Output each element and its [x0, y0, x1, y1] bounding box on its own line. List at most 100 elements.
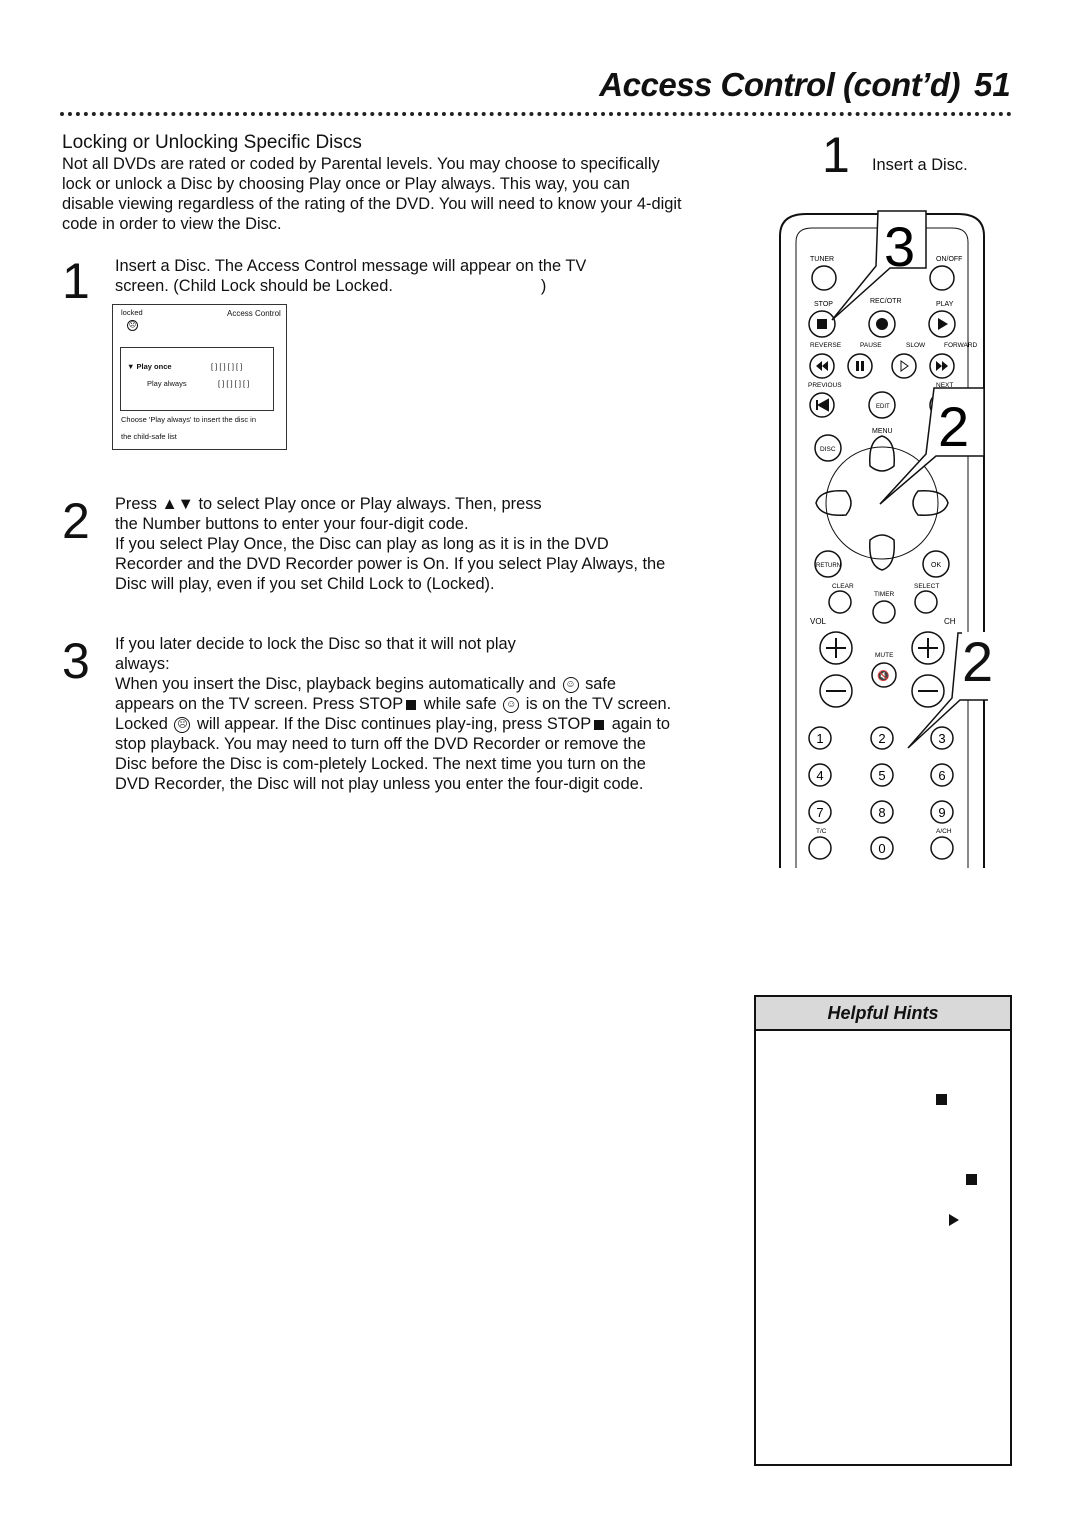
option-play-always-code: [ ] [ ] [ ] [ ] [218, 379, 250, 388]
section-title: Locking or Unlocking Specific Discs [62, 132, 362, 153]
mute-button [871, 662, 897, 688]
record-icon [876, 318, 888, 330]
label-timer: TIMER [874, 591, 895, 598]
digit-4-button [808, 763, 832, 787]
callout-2-upper [879, 387, 985, 505]
play-icon [949, 1214, 959, 1226]
remote-control-illustration: TUNER ON/OFF STOP REC/OTR PLAY REVERSE P… [779, 210, 988, 868]
step-2-text: Press ▲▼ to select Play once or Play alw… [115, 494, 680, 594]
clear-button [828, 590, 852, 614]
label-return: RETURN [816, 563, 841, 569]
fast-forward-icon [936, 361, 948, 371]
step-1-line-2: screen. (Child Lock should be Locked.) [115, 277, 547, 295]
digit-5-button [870, 763, 894, 787]
label-next: NEXT [936, 382, 953, 389]
step-number: 1 [822, 127, 850, 183]
tv-screen-title: Access Control [227, 309, 281, 318]
label-recotr: REC/OTR [870, 298, 902, 305]
slow-button [891, 353, 917, 379]
forward-button [929, 353, 955, 379]
callout-2-upper-number: 2 [938, 395, 969, 458]
label-clear: CLEAR [832, 583, 854, 590]
callout-3-number: 3 [884, 215, 915, 278]
up-arrow-button [869, 435, 895, 472]
digit-9: 9 [938, 805, 945, 820]
pause-button [847, 353, 873, 379]
timer-button [872, 600, 896, 624]
step-1-line-1: Insert a Disc. The Access Control messag… [115, 257, 587, 275]
stop-icon [966, 1174, 977, 1185]
label-pause: PAUSE [860, 342, 882, 349]
label-edit: EDIT [876, 404, 890, 410]
volume-down-button [819, 674, 853, 708]
tv-message-line-2: the child-safe list [121, 432, 177, 441]
callout-2-lower-number: 2 [962, 630, 994, 693]
channel-up-button [911, 631, 945, 665]
previous-button [809, 392, 835, 418]
disc-button [814, 434, 842, 462]
label-reverse: REVERSE [810, 342, 842, 349]
return-button [814, 550, 842, 578]
play-button [928, 310, 956, 338]
right-arrow-button [912, 490, 949, 516]
step-3-paragraph: When you insert the Disc, playback begin… [115, 675, 672, 793]
digit-8-button [870, 800, 894, 824]
power-button [929, 265, 955, 291]
label-tc: T/C [816, 828, 827, 835]
step-2-paragraph: If you select Play Once, the Disc can pl… [115, 535, 666, 593]
down-arrow-button [869, 534, 895, 571]
label-ok: OK [931, 562, 941, 569]
record-button [868, 310, 896, 338]
tv-options-box: ▼ Play once [ ] [ ] [ ] [ ] Play always … [120, 347, 274, 411]
channel-down-button [911, 674, 945, 708]
step-3-line-1: If you later decide to lock the Disc so … [115, 635, 516, 653]
right-step-text: Insert a Disc. [872, 156, 968, 174]
label-tuner: TUNER [810, 256, 834, 263]
digit-0: 0 [878, 841, 885, 856]
tuner-button [811, 265, 837, 291]
rewind-icon [816, 361, 828, 371]
sad-face-icon: ☹ [174, 716, 191, 733]
label-menu: MENU [872, 428, 893, 435]
reverse-button [809, 353, 835, 379]
label-ach: A/CH [936, 828, 952, 835]
intro-paragraph: Not all DVDs are rated or coded by Paren… [62, 155, 682, 233]
ach-button [930, 836, 954, 860]
happy-face-icon: ☺ [503, 696, 520, 713]
label-ch: CH [944, 617, 956, 626]
label-play: PLAY [936, 301, 954, 308]
helpful-hints-box: Helpful Hints [754, 995, 1012, 1466]
tv-screen-illustration: locked ☹ Access Control ▼ Play once [ ] … [112, 304, 287, 450]
mute-icon: 🔇 [877, 669, 889, 682]
digit-0-button [870, 836, 894, 860]
step-2-line-1: Press ▲▼ to select Play once or Play alw… [115, 495, 542, 513]
happy-face-icon: ☺ [562, 676, 579, 693]
digit-1: 1 [816, 731, 823, 746]
step-3-line-2: always: [115, 655, 170, 673]
digit-7-button [808, 800, 832, 824]
stop-icon [406, 699, 417, 710]
tv-status-label: locked [121, 308, 143, 317]
stop-icon [936, 1094, 947, 1105]
left-arrow-button [815, 490, 852, 516]
tv-message-line-1: Choose 'Play always' to insert the disc … [121, 415, 257, 424]
step-number: 1 [62, 253, 90, 309]
callout-3 [831, 210, 927, 321]
page-title: Access Control (cont’d) [599, 66, 960, 103]
digit-6: 6 [938, 768, 945, 783]
step-1-text: Insert a Disc. The Access Control messag… [115, 256, 675, 296]
digit-2: 2 [878, 731, 885, 746]
label-stop: STOP [814, 301, 833, 308]
edit-button [868, 391, 896, 419]
option-play-once: ▼ Play once [127, 362, 172, 371]
stop-button [808, 310, 836, 338]
volume-up-button [819, 631, 853, 665]
previous-icon [816, 398, 829, 412]
step-2-line-2: the Number buttons to enter your four-di… [115, 515, 469, 533]
stop-icon [817, 319, 827, 329]
slow-icon [900, 360, 909, 372]
tc-button [808, 836, 832, 860]
digit-6-button [930, 763, 954, 787]
label-onoff: ON/OFF [936, 256, 962, 263]
label-select: SELECT [914, 583, 939, 590]
